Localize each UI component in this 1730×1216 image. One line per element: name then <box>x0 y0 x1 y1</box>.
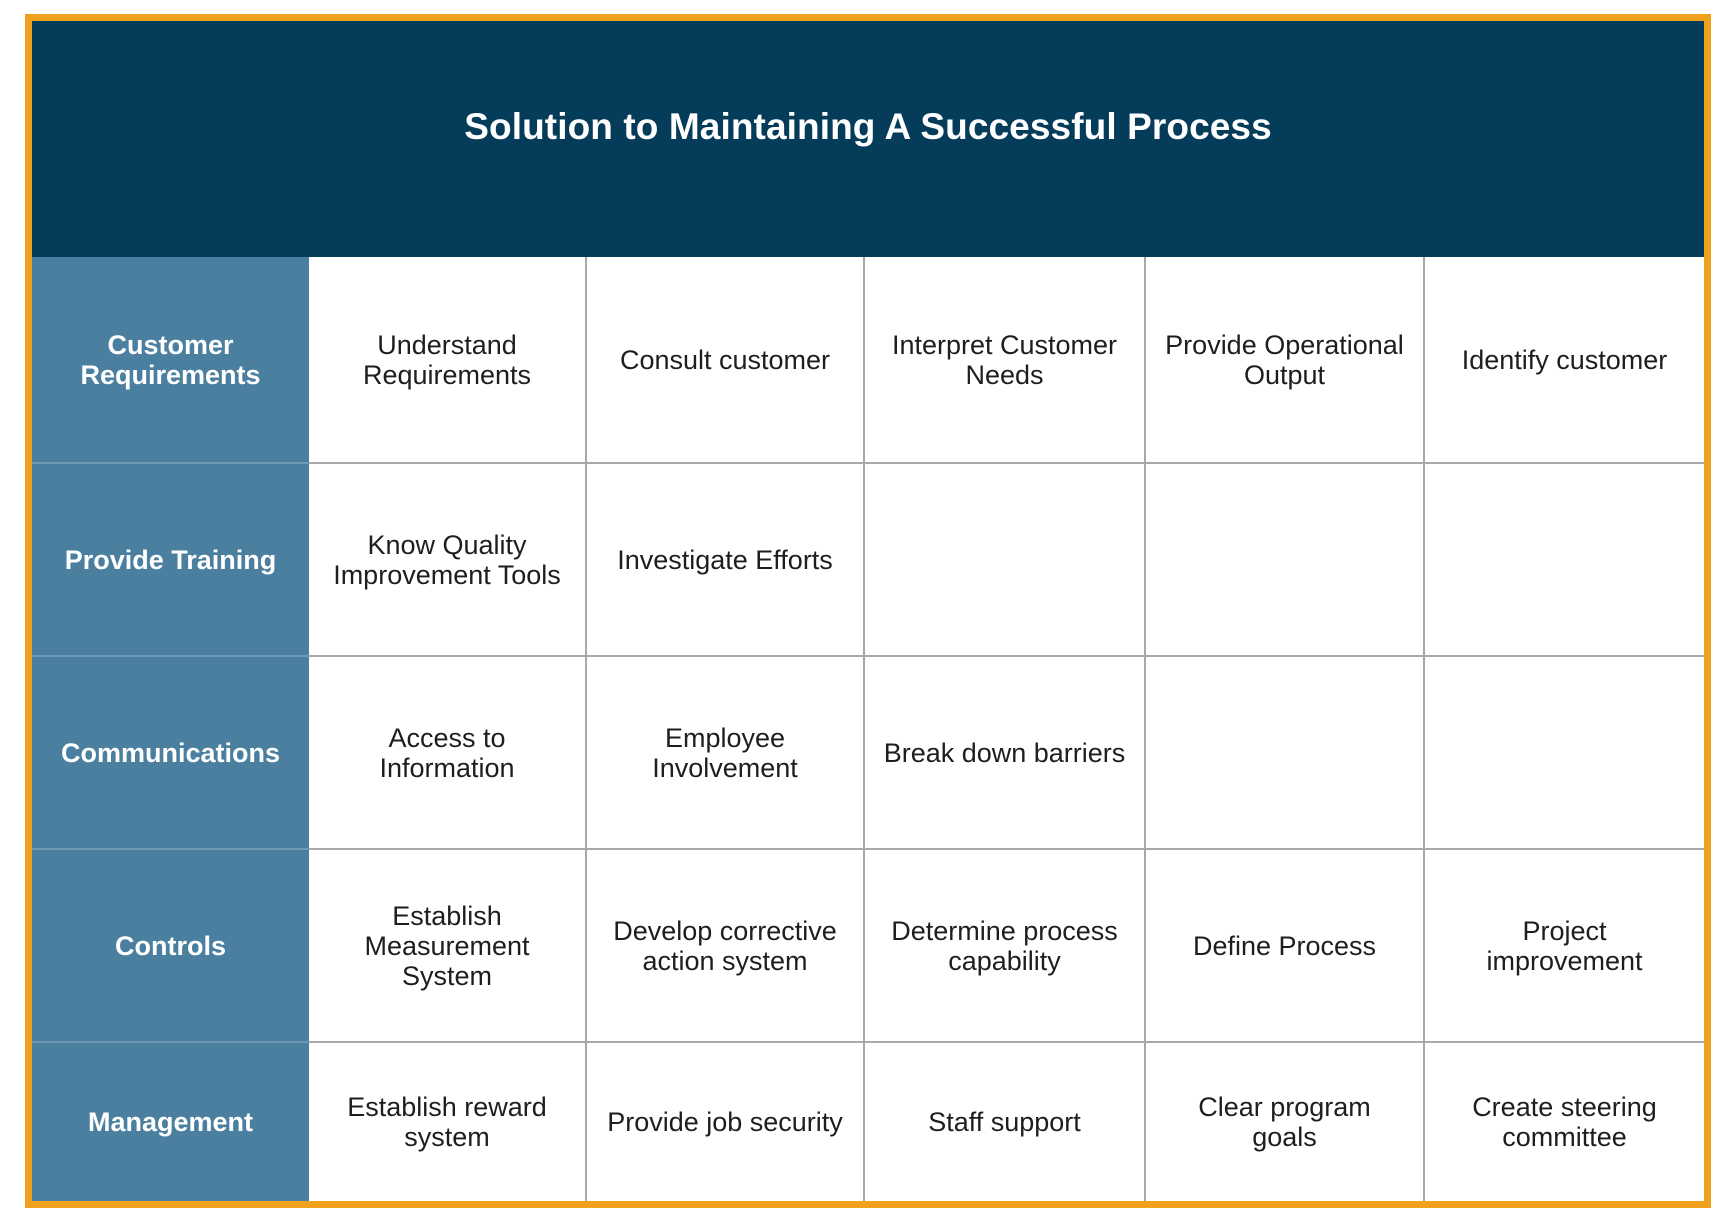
table-cell: Investigate Efforts <box>587 464 865 657</box>
process-table-frame: Solution to Maintaining A Successful Pro… <box>25 14 1711 1208</box>
table-title: Solution to Maintaining A Successful Pro… <box>464 106 1272 147</box>
table-cell-empty <box>1425 657 1704 850</box>
row-header-customer-requirements: Customer Requirements <box>32 257 309 464</box>
table-cell-empty <box>1425 464 1704 657</box>
table-cell: Employee Involvement <box>587 657 865 850</box>
title-banner: Solution to Maintaining A Successful Pro… <box>32 21 1704 257</box>
table-cell-empty <box>1146 464 1425 657</box>
table-cell: Determine process capability <box>865 850 1146 1043</box>
table-cell: Establish reward system <box>309 1043 587 1201</box>
table-cell: Provide job security <box>587 1043 865 1201</box>
table-cell: Staff support <box>865 1043 1146 1201</box>
table-cell: Consult customer <box>587 257 865 464</box>
table-cell-empty <box>865 464 1146 657</box>
row-header-management: Management <box>32 1043 309 1201</box>
row-header-communications: Communications <box>32 657 309 850</box>
table-cell: Provide Operational Output <box>1146 257 1425 464</box>
table-cell: Know Quality Improvement Tools <box>309 464 587 657</box>
table-cell-empty <box>1146 657 1425 850</box>
row-header-provide-training: Provide Training <box>32 464 309 657</box>
table-cell: Define Process <box>1146 850 1425 1043</box>
table-cell: Interpret Customer Needs <box>865 257 1146 464</box>
table-cell: Clear program goals <box>1146 1043 1425 1201</box>
table-cell: Access to Information <box>309 657 587 850</box>
table-cell: Create steering committee <box>1425 1043 1704 1201</box>
table-cell: Project improvement <box>1425 850 1704 1043</box>
table-cell: Understand Requirements <box>309 257 587 464</box>
table-cell: Establish Measurement System <box>309 850 587 1043</box>
table-cell: Identify customer <box>1425 257 1704 464</box>
table-cell: Break down barriers <box>865 657 1146 850</box>
table-cell: Develop corrective action system <box>587 850 865 1043</box>
row-header-controls: Controls <box>32 850 309 1043</box>
process-grid: Customer Requirements Understand Require… <box>32 257 1704 1201</box>
